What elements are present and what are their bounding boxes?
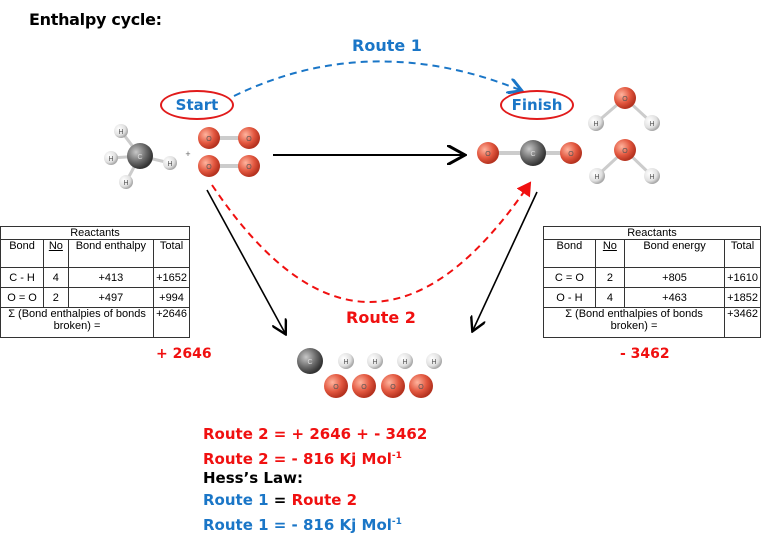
calc-line-1: Route 2 = + 2646 + - 3462 (203, 425, 428, 443)
svg-text:H: H (593, 121, 598, 128)
calc-line-4: Route 1 = Route 2 (203, 491, 358, 509)
svg-text:O: O (485, 151, 491, 158)
calc-line-2: Route 2 = - 816 Kj Mol-1 (203, 450, 402, 468)
svg-text:H: H (108, 156, 113, 163)
svg-text:H: H (402, 359, 407, 366)
methane-molecule (104, 124, 177, 189)
header-bond-enthalpy: Bond enthalpy (67, 239, 155, 268)
diagram-title: Enthalpy cycle: (29, 10, 162, 29)
svg-text:O: O (418, 384, 424, 391)
finish-label: Finish (500, 90, 574, 120)
header-no: No (43, 239, 69, 268)
sum-total: +3462 (724, 307, 761, 338)
svg-text:O: O (206, 136, 212, 143)
svg-text:O: O (390, 384, 396, 391)
svg-text:H: H (167, 161, 172, 168)
svg-text:H: H (123, 180, 128, 187)
sum-total: +2646 (153, 307, 190, 338)
bond-forming-arrow (473, 191, 538, 330)
table-title: Reactants (543, 226, 761, 240)
bonds-formed-total: - 3462 (620, 346, 670, 362)
sum-label: Σ (Bond enthalpies of bonds broken) = (542, 307, 726, 338)
svg-text:O: O (568, 151, 574, 158)
svg-text:O: O (246, 136, 252, 143)
route2-label: Route 2 (346, 308, 416, 327)
svg-text:H: H (118, 129, 123, 136)
sum-row: Σ (Bond enthalpies of bonds broken) =+26… (0, 307, 190, 338)
svg-text:O: O (622, 148, 628, 155)
svg-text:O: O (246, 164, 252, 171)
sum-row: Σ (Bond enthalpies of bonds broken) =+34… (542, 307, 761, 338)
svg-text:H: H (649, 121, 654, 128)
svg-text:H: H (372, 359, 377, 366)
sum-label: Σ (Bond enthalpies of bonds broken) = (0, 307, 155, 338)
route2-arrow (211, 181, 532, 303)
header-bond-energy: Bond energy (623, 239, 726, 268)
carbon-dioxide-molecule (477, 140, 582, 166)
svg-text:O: O (333, 384, 339, 391)
svg-text:C: C (307, 359, 312, 366)
svg-text:H: H (649, 174, 654, 181)
header-bond: Bond (543, 239, 596, 268)
svg-text:H: H (343, 359, 348, 366)
table-title: Reactants (0, 226, 190, 240)
bonds-broken-total: + 2646 (156, 346, 212, 362)
route1-arrow (233, 60, 520, 97)
svg-text:C: C (530, 151, 535, 158)
route1-label: Route 1 (352, 36, 422, 55)
svg-text:O: O (206, 164, 212, 171)
water-molecules (588, 87, 660, 184)
svg-text:O: O (361, 384, 367, 391)
calc-line-5: Route 1 = - 816 Kj Mol-1 (203, 516, 402, 534)
header-no: No (594, 239, 625, 268)
bond-breaking-arrow (206, 189, 285, 333)
products-bond-table: Reactants Bond No Bond energy Total C = … (542, 226, 761, 338)
oxygen-molecules (198, 127, 260, 177)
svg-text:H: H (431, 359, 436, 366)
start-label: Start (160, 90, 234, 120)
header-bond: Bond (0, 239, 45, 268)
header-total: Total (724, 239, 761, 268)
free-atoms (297, 348, 442, 398)
svg-text:+: + (185, 149, 190, 159)
hess-law-heading: Hess’s Law: (203, 469, 303, 487)
svg-text:C: C (137, 154, 142, 161)
svg-text:O: O (622, 96, 628, 103)
svg-text:H: H (594, 174, 599, 181)
reactants-bond-table: Reactants Bond No Bond enthalpy Total C … (0, 226, 190, 338)
header-total: Total (153, 239, 190, 268)
